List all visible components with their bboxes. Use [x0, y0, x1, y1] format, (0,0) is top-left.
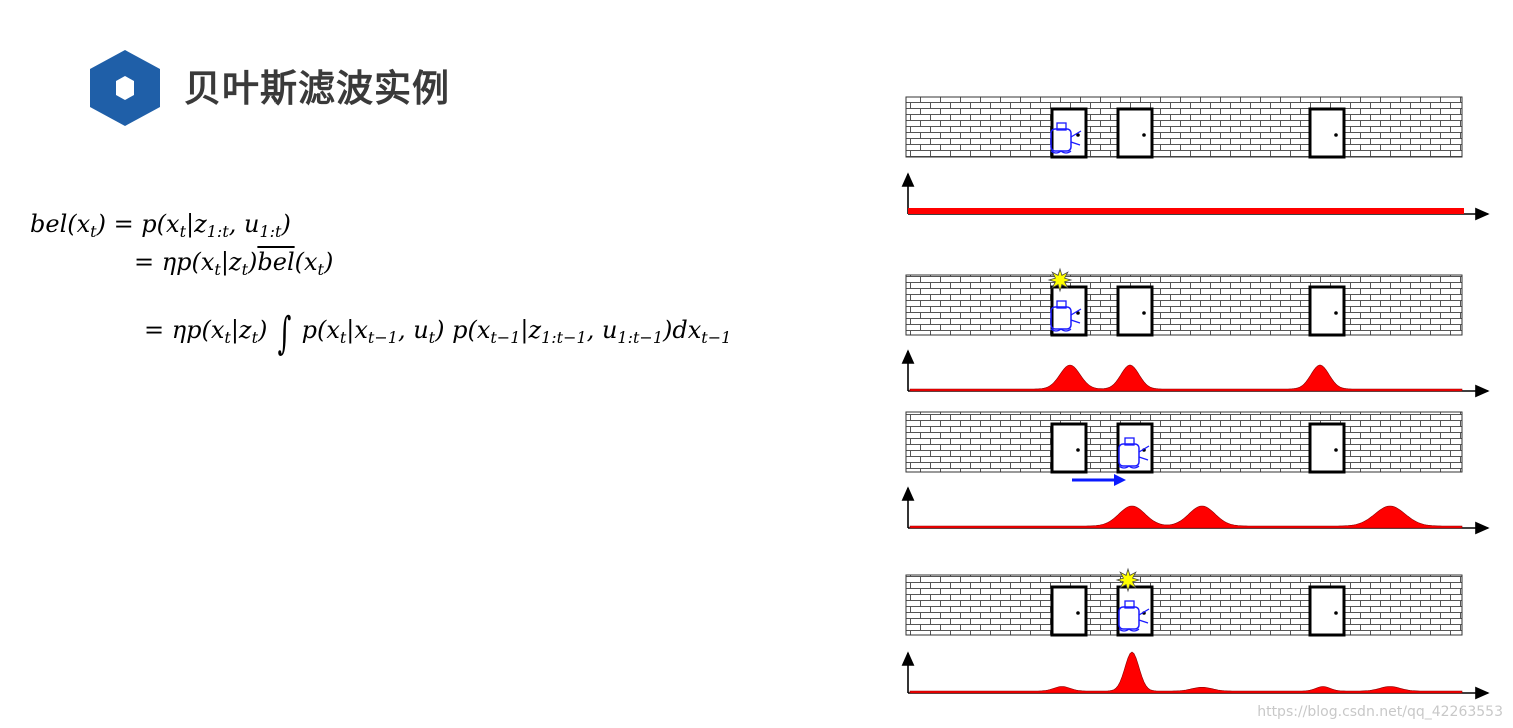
robot-arm-icon — [1138, 608, 1150, 624]
robot-wheels-icon — [1118, 628, 1140, 632]
belief-curve — [909, 505, 1463, 529]
panels-group — [901, 96, 1490, 700]
door-knob — [1142, 133, 1146, 137]
brick-wall — [905, 274, 1463, 336]
door-knob — [1334, 311, 1338, 315]
brick-wall — [905, 96, 1463, 158]
door-3 — [1308, 285, 1346, 337]
belief-curve — [909, 364, 1463, 392]
robot-wheels-icon — [1050, 328, 1072, 332]
door-3 — [1308, 107, 1346, 159]
motion-arrow-head-icon — [1114, 474, 1126, 486]
door-knob — [1076, 611, 1080, 615]
door-1 — [1050, 107, 1088, 159]
integral-symbol: ∫ — [277, 308, 292, 359]
door-knob — [1142, 311, 1146, 315]
robot-head-icon — [1056, 300, 1067, 309]
hexagon-logo-icon — [90, 50, 160, 126]
door-1 — [1050, 285, 1088, 337]
formula-line-1: bel(xt) = p(xt|z1:t, u1:t) — [30, 210, 291, 241]
formula-line-3: = ηp(xt|zt) ∫ p(xt|xt−1, ut) p(xt−1|z1:t… — [144, 308, 732, 359]
door-3 — [1308, 422, 1346, 474]
watermark: https://blog.csdn.net/qq_42263553 — [1257, 704, 1503, 720]
door-3 — [1308, 585, 1346, 637]
robot-head-icon — [1124, 437, 1135, 446]
panel-3 — [901, 411, 1490, 535]
belief-uniform — [908, 208, 1464, 214]
sensor-flash-icon — [1115, 567, 1141, 593]
formula-line-2: = ηp(xt|zt)bel(xt) — [134, 248, 334, 279]
panel-4 — [901, 567, 1490, 700]
door-knob — [1334, 133, 1338, 137]
door-knob — [1334, 448, 1338, 452]
door-1 — [1050, 585, 1088, 637]
door-2 — [1116, 285, 1154, 337]
robot-arm-icon — [1070, 130, 1082, 146]
bayes-filter-diagram — [901, 96, 1490, 700]
robot-wheels-icon — [1050, 150, 1072, 154]
robot-head-icon — [1124, 600, 1135, 609]
sensor-flash-icon — [1047, 267, 1073, 293]
door-knob — [1334, 611, 1338, 615]
belief-curve — [909, 651, 1463, 694]
robot-arm-icon — [1138, 445, 1150, 461]
brick-wall — [905, 574, 1463, 636]
door-1 — [1050, 422, 1088, 474]
door-knob — [1076, 133, 1080, 137]
panel-2 — [901, 267, 1490, 398]
robot-arm-icon — [1070, 308, 1082, 324]
door-2 — [1116, 107, 1154, 159]
page-title: 贝叶斯滤波实例 — [184, 67, 450, 110]
door-knob — [1076, 311, 1080, 315]
robot-head-icon — [1056, 122, 1067, 131]
door-knob — [1076, 448, 1080, 452]
robot-wheels-icon — [1118, 465, 1140, 469]
brick-wall — [905, 411, 1463, 473]
panel-1 — [901, 96, 1490, 221]
